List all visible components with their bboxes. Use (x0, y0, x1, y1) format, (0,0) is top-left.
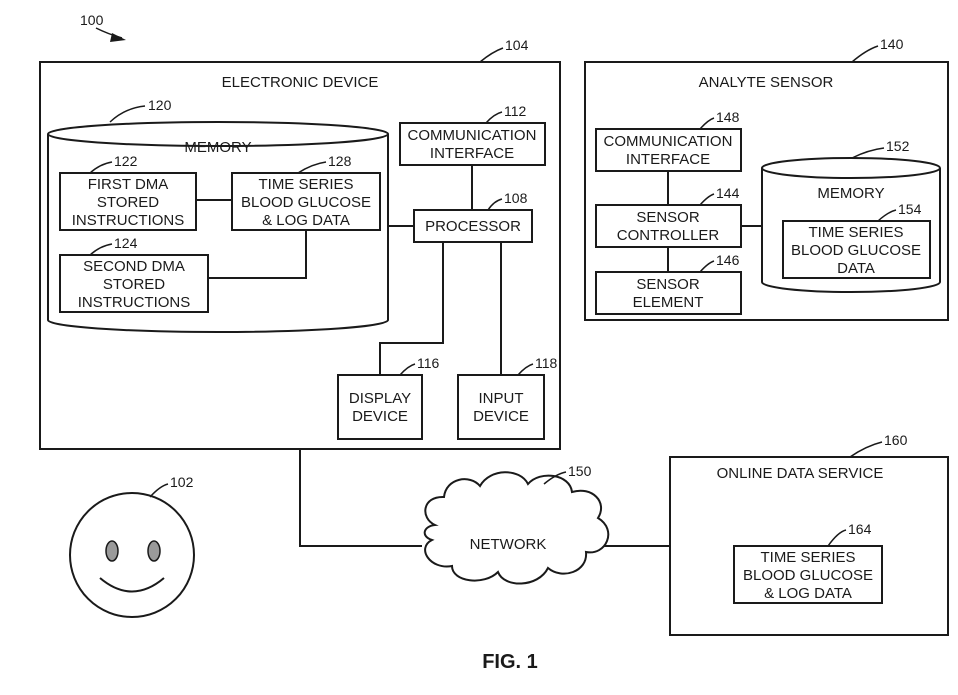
sensor-memory-title: MEMORY (817, 185, 884, 202)
sensor-controller-line-1: SENSOR (636, 209, 700, 226)
network-label: NETWORK (470, 536, 547, 553)
time-series-ref: 128 (328, 153, 352, 169)
sensor-element-ref: 146 (716, 252, 740, 268)
sensor-memory-ref: 152 (886, 138, 910, 154)
sensor-data-ref: 154 (898, 201, 922, 217)
user-left-eye (106, 541, 118, 561)
sensor-data-line-1: TIME SERIES (808, 224, 903, 241)
second-dma-ref: 124 (114, 235, 138, 251)
user-leader (150, 484, 168, 497)
sensor-data-line-3: DATA (837, 260, 875, 277)
online-data-line-2: BLOOD GLUCOSE (743, 567, 873, 584)
first-dma-line-1: FIRST DMA (88, 176, 169, 193)
online-service-title: ONLINE DATA SERVICE (717, 465, 884, 482)
figure-caption: FIG. 1 (482, 651, 538, 673)
display-device-line-1: DISPLAY (349, 390, 411, 407)
system-ref: 100 (80, 12, 104, 28)
communication-interface-ref: 112 (504, 103, 527, 119)
connector-device-network (300, 449, 422, 546)
time-series-line-2: BLOOD GLUCOSE (241, 194, 371, 211)
sensor-memory-top (762, 158, 940, 178)
sensor-controller-line-2: CONTROLLER (617, 227, 720, 244)
electronic-device-ref: 104 (505, 37, 529, 53)
time-series-line-3: & LOG DATA (262, 212, 350, 229)
online-service-ref: 160 (884, 432, 908, 448)
sensor-comm-line-2: INTERFACE (626, 151, 710, 168)
display-device-ref: 116 (417, 355, 440, 371)
online-service-leader (850, 442, 882, 457)
network-cloud-shape (425, 472, 609, 583)
sensor-element-line-1: SENSOR (636, 276, 700, 293)
network-ref: 150 (568, 463, 592, 479)
user-ref: 102 (170, 474, 194, 490)
input-device-box (458, 375, 544, 439)
online-data-line-1: TIME SERIES (760, 549, 855, 566)
time-series-line-1: TIME SERIES (258, 176, 353, 193)
second-dma-line-2: STORED (103, 276, 165, 293)
communication-interface-line-1: COMMUNICATION (408, 127, 537, 144)
input-device-line-2: DEVICE (473, 408, 529, 425)
sensor-comm-ref: 148 (716, 109, 740, 125)
analyte-sensor-leader (852, 46, 878, 62)
memory-ref: 120 (148, 97, 172, 113)
online-data-line-3: & LOG DATA (764, 585, 852, 602)
analyte-sensor: ANALYTE SENSOR 140 COMMUNICATION INTERFA… (585, 36, 948, 320)
electronic-device-leader (480, 48, 503, 62)
user-face (70, 493, 194, 617)
input-device-ref: 118 (535, 355, 558, 371)
memory-title: MEMORY (184, 139, 251, 156)
first-dma-ref: 122 (114, 153, 138, 169)
user-smiley: 102 (70, 474, 194, 617)
electronic-device: ELECTRONIC DEVICE 104 MEMORY 120 FIRST D… (40, 37, 560, 449)
network-cloud: NETWORK 150 (425, 463, 609, 584)
system-ref-arrowhead (110, 33, 126, 42)
second-dma-line-1: SECOND DMA (83, 258, 185, 275)
processor-label: PROCESSOR (425, 218, 521, 235)
display-device-line-2: DEVICE (352, 408, 408, 425)
online-data-service: ONLINE DATA SERVICE 160 TIME SERIES BLOO… (670, 432, 948, 635)
communication-interface-line-2: INTERFACE (430, 145, 514, 162)
analyte-sensor-title: ANALYTE SENSOR (699, 74, 834, 91)
analyte-sensor-ref: 140 (880, 36, 904, 52)
electronic-device-title: ELECTRONIC DEVICE (222, 74, 379, 91)
input-device-line-1: INPUT (479, 390, 524, 407)
sensor-comm-line-1: COMMUNICATION (604, 133, 733, 150)
first-dma-line-2: STORED (97, 194, 159, 211)
display-device-box (338, 375, 422, 439)
processor-ref: 108 (504, 190, 528, 206)
second-dma-line-3: INSTRUCTIONS (78, 294, 191, 311)
online-data-ref: 164 (848, 521, 872, 537)
user-right-eye (148, 541, 160, 561)
sensor-data-line-2: BLOOD GLUCOSE (791, 242, 921, 259)
sensor-element-line-2: ELEMENT (633, 294, 704, 311)
sensor-controller-ref: 144 (716, 185, 740, 201)
first-dma-line-3: INSTRUCTIONS (72, 212, 185, 229)
